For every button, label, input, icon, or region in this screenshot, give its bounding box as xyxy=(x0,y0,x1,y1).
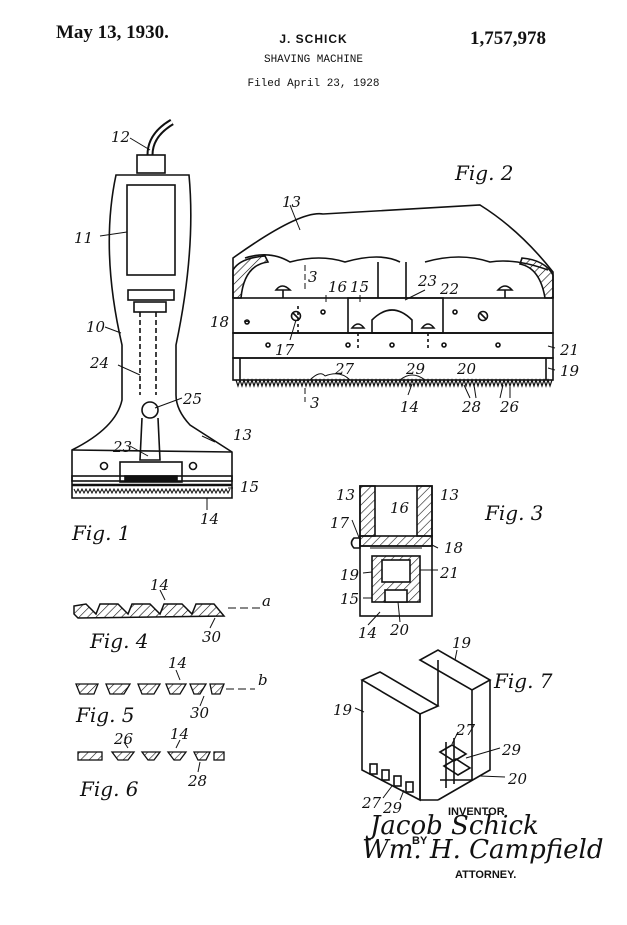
fig6-caption: Fig. 6 xyxy=(79,777,139,801)
fig6-label-14: 14 xyxy=(170,725,189,743)
fig2-label-19: 19 xyxy=(560,362,580,380)
fig3-label-14: 14 xyxy=(358,624,377,642)
fig2-label-3-top: 3 xyxy=(308,268,318,286)
fig1-serrated-edge xyxy=(73,487,231,495)
section-mark-a: a xyxy=(262,592,271,610)
fig2-label-27: 27 xyxy=(334,360,355,378)
fig2-label-13: 13 xyxy=(282,193,301,211)
fig3-label-19: 19 xyxy=(340,566,360,584)
figure-2-head-section xyxy=(232,204,554,402)
fig2-label-18: 18 xyxy=(210,313,229,331)
filed-date: Filed April 23, 1928 xyxy=(247,78,380,90)
fig2-label-29: 29 xyxy=(405,360,426,378)
fig3-label-17: 17 xyxy=(330,514,350,532)
figure-5-tooth-profile xyxy=(75,669,255,707)
figure-3-cross-section xyxy=(350,485,433,617)
patent-title: SHAVING MACHINE xyxy=(263,54,364,66)
fig7-label-27-top: 27 xyxy=(455,721,476,739)
fig1-label-24: 24 xyxy=(89,354,109,372)
fig2-label-28: 28 xyxy=(461,398,481,416)
fig7-label-19-left: 19 xyxy=(333,701,353,719)
fig5-caption: Fig. 5 xyxy=(75,703,135,727)
fig6-label-28: 28 xyxy=(187,772,207,790)
fig1-label-23: 23 xyxy=(112,438,132,456)
figure-7-isometric-comb xyxy=(360,649,492,802)
fig4-caption: Fig. 4 xyxy=(89,629,149,653)
fig2-label-21: 21 xyxy=(559,341,579,359)
fig2-label-3-bottom: 3 xyxy=(310,394,320,412)
fig3-caption: Fig. 3 xyxy=(484,501,544,525)
fig1-label-12: 12 xyxy=(111,128,130,146)
inventor-caption: INVENTOR xyxy=(448,806,505,818)
fig3-label-18: 18 xyxy=(444,539,463,557)
fig7-label-27-bottom: 27 xyxy=(361,794,382,812)
inventor-name: J. SCHICK xyxy=(279,32,348,46)
fig3-label-20: 20 xyxy=(389,621,410,639)
signature-block: INVENTOR Jacob Schick BY Wm. H. Campfiel… xyxy=(362,806,604,881)
fig2-label-16: 16 xyxy=(328,278,348,296)
fig1-label-14: 14 xyxy=(200,510,219,528)
fig2-label-17: 17 xyxy=(275,341,295,359)
fig2-label-22: 22 xyxy=(439,280,459,298)
patent-number: 1,757,978 xyxy=(470,28,546,49)
fig1-label-15: 15 xyxy=(240,478,259,496)
fig2-label-14: 14 xyxy=(400,398,419,416)
fig3-label-15: 15 xyxy=(340,590,359,608)
fig7-label-29-top: 29 xyxy=(501,741,522,759)
fig3-label-13-left: 13 xyxy=(336,486,355,504)
fig2-label-20: 20 xyxy=(456,360,477,378)
fig2-label-26: 26 xyxy=(499,398,520,416)
fig1-label-25: 25 xyxy=(182,390,202,408)
fig2-label-23: 23 xyxy=(417,272,437,290)
section-mark-b: b xyxy=(258,671,268,689)
inventor-signature: Jacob Schick xyxy=(365,811,539,841)
fig7-label-20: 20 xyxy=(507,770,528,788)
fig3-label-13-right: 13 xyxy=(440,486,459,504)
fig7-caption: Fig. 7 xyxy=(493,669,553,693)
fig3-label-16: 16 xyxy=(390,499,410,517)
fig2-label-15: 15 xyxy=(350,278,369,296)
fig6-label-26: 26 xyxy=(113,730,134,748)
fig5-label-30: 30 xyxy=(190,704,210,722)
figure-6-tooth-profile xyxy=(77,739,225,773)
fig1-label-10: 10 xyxy=(86,318,106,336)
patent-date: May 13, 1930. xyxy=(56,22,169,43)
attorney-caption: ATTORNEY. xyxy=(455,869,516,881)
fig7-label-29-bottom: 29 xyxy=(382,799,403,817)
figure-1-shaver xyxy=(71,118,233,499)
by-caption: BY xyxy=(412,835,428,847)
fig3-label-21: 21 xyxy=(439,564,459,582)
fig7-label-19-right: 19 xyxy=(452,634,472,652)
fig1-label-13: 13 xyxy=(233,426,252,444)
fig1-caption: Fig. 1 xyxy=(71,521,131,545)
figure-4-tooth-profile xyxy=(73,589,260,629)
fig4-label-30: 30 xyxy=(202,628,222,646)
attorney-signature: Wm. H. Campfield xyxy=(362,835,604,865)
fig4-label-14: 14 xyxy=(150,576,169,594)
fig5-label-14: 14 xyxy=(168,654,187,672)
fig1-label-11: 11 xyxy=(74,229,93,247)
fig2-caption: Fig. 2 xyxy=(454,161,514,185)
